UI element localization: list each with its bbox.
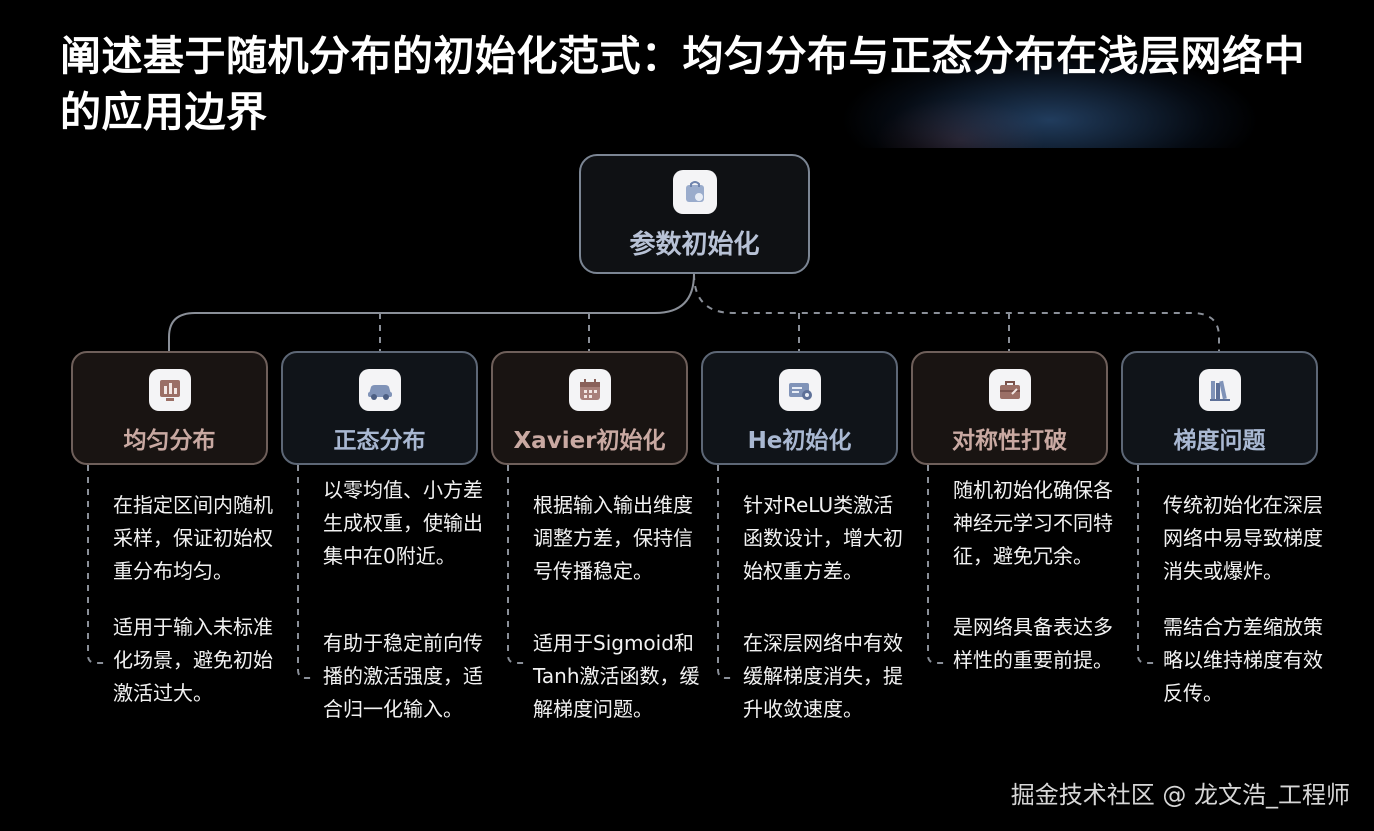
node-desc-normal: 以零均值、小方差生成权重，使输出集中在0附近。: [323, 478, 483, 568]
desc-branch-line: [1137, 465, 1154, 664]
bag-icon: [672, 170, 717, 214]
node-desc-gradient: 需结合方差缩放策略以维持梯度有效反传。: [1163, 615, 1323, 705]
root-node: 参数初始化: [579, 154, 810, 274]
connector-dashed: [693, 273, 1220, 351]
node-label: 均匀分布: [123, 428, 216, 454]
node-label: 梯度问题: [1173, 428, 1266, 454]
calendar-icon: [568, 369, 611, 411]
node-label: He初始化: [747, 428, 852, 454]
node-xavier-init: Xavier初始化: [491, 351, 688, 465]
node-desc-xavier: 适用于Sigmoid和Tanh激活函数，缓解梯度问题。: [533, 631, 700, 721]
watermark: 掘金技术社区 @ 龙文浩_工程师: [1010, 781, 1350, 809]
node-desc-symmetry: 是网络具备表达多样性的重要前提。: [953, 615, 1113, 672]
root-label: 参数初始化: [629, 230, 760, 260]
desc-branch-line: [297, 465, 314, 679]
page-title: 阐述基于随机分布的初始化范式：均匀分布与正态分布在浅层网络中的应用边界: [60, 32, 1305, 136]
node-desc-uniform: 在指定区间内随机采样，保证初始权重分布均匀。: [113, 493, 273, 583]
node-desc-normal: 有助于稳定前向传播的激活强度，适合归一化输入。: [323, 631, 483, 721]
node-label: 对称性打破: [952, 428, 1067, 454]
node-desc-gradient: 传统初始化在深层网络中易导致梯度消失或爆炸。: [1163, 493, 1323, 583]
node-desc-xavier: 根据输入输出维度调整方差，保持信号传播稳定。: [533, 493, 693, 583]
node-label: Xavier初始化: [513, 428, 666, 454]
node-uniform-distribution: 均匀分布: [71, 351, 268, 465]
node-he-init: He初始化: [701, 351, 898, 465]
node-desc-he: 针对ReLU类激活函数设计，增大初始权重方差。: [743, 493, 903, 583]
node-desc-uniform: 适用于输入未标准化场景，避免初始激活过大。: [113, 615, 273, 705]
desc-branch-line: [717, 465, 734, 679]
connector-solid: [168, 273, 695, 351]
node-symmetry-breaking: 对称性打破: [911, 351, 1108, 465]
card-icon: [778, 369, 821, 411]
background-mask: [800, 148, 1356, 248]
books-icon: [1198, 369, 1241, 411]
node-normal-distribution: 正态分布: [281, 351, 478, 465]
node-desc-he: 在深层网络中有效缓解梯度消失，提升收敛速度。: [743, 631, 903, 721]
briefcase-icon: [988, 369, 1031, 411]
node-desc-symmetry: 随机初始化确保各神经元学习不同特征，避免冗余。: [953, 478, 1113, 568]
desc-branch-line: [507, 465, 524, 664]
node-label: 正态分布: [333, 428, 426, 454]
desc-branch-line: [87, 465, 104, 664]
car-icon: [358, 369, 401, 411]
bar-chart-icon: [148, 369, 191, 411]
node-gradient-issue: 梯度问题: [1121, 351, 1318, 465]
desc-branch-line: [927, 465, 944, 664]
